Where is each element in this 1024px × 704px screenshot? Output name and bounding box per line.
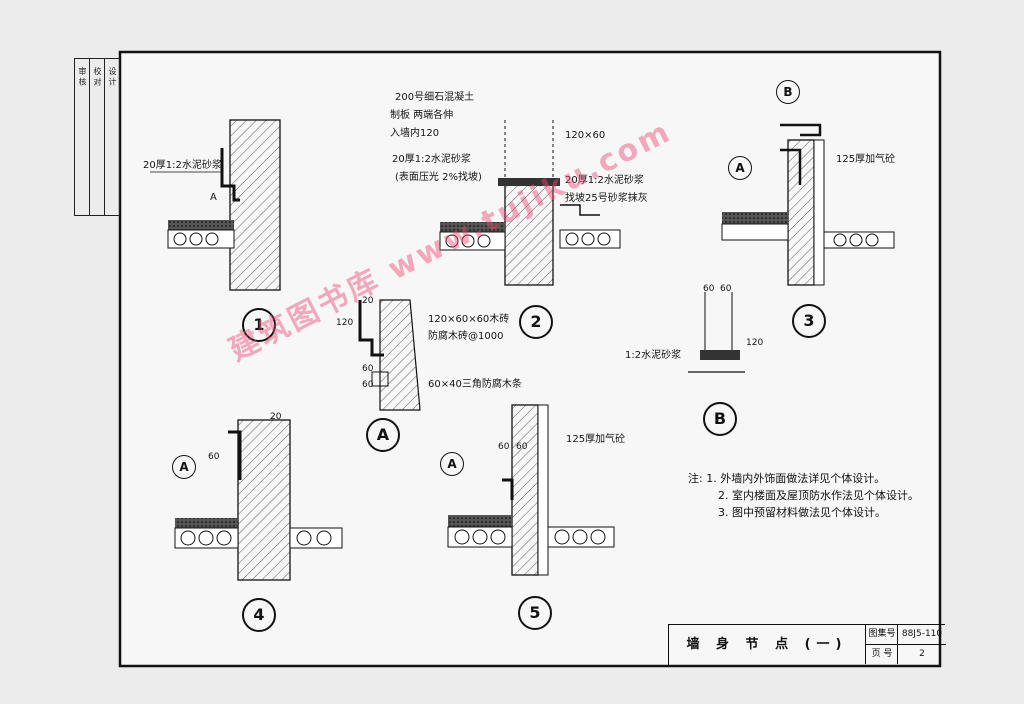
page-label: 页 号: [865, 645, 898, 664]
note-line: 2. 室内楼面及屋顶防水作法见个体设计。: [718, 489, 919, 502]
detail-b-drawing: [688, 292, 745, 373]
page-number: 2: [897, 645, 946, 664]
detail-a-dim: 20: [362, 296, 374, 306]
detail-b-label: 1:2水泥砂浆: [625, 350, 682, 361]
sheet-title: 墙 身 节 点 (一): [686, 637, 848, 652]
detail-5-dim: 60: [516, 442, 528, 452]
detail-5-label: 125厚加气砼: [566, 434, 626, 445]
detail-1-label: A: [210, 192, 217, 203]
detail-1-drawing: [150, 119, 281, 291]
detail-2-label: 20厚1:2水泥砂浆: [392, 154, 471, 165]
detail-5-section-a-marker: A: [440, 452, 464, 476]
detail-1-marker: 1: [242, 308, 276, 342]
detail-5-marker: 5: [518, 596, 552, 630]
detail-3-section-b-marker: B: [776, 80, 800, 104]
detail-2-label: (表面压光 2%找坡): [395, 172, 482, 183]
detail-3-section-a-marker: A: [728, 156, 752, 180]
detail-2-marker: 2: [519, 305, 553, 339]
detail-a-label: 60×40三角防腐木条: [428, 379, 522, 390]
detail-2-drawing: [439, 120, 621, 286]
stamp-cell: 设 计: [108, 67, 117, 86]
stamp-cell: 审 核: [78, 67, 87, 86]
note-line: 3. 图中预留材料做法见个体设计。: [718, 506, 886, 519]
note-line: 注: 1. 外墙内外饰面做法详见个体设计。: [688, 472, 886, 485]
detail-4-dim: 20: [270, 412, 282, 422]
detail-a-label: 防腐木砖@1000: [428, 331, 504, 342]
detail-2-label: 找坡25号砂浆抹灰: [565, 193, 648, 204]
detail-3-drawing: [721, 123, 895, 286]
notes-block: 注: 1. 外墙内外饰面做法详见个体设计。 2. 室内楼面及屋顶防水作法见个体设…: [688, 470, 919, 521]
detail-2-label: 入墙内120: [390, 128, 440, 139]
detail-2-label: 20厚1:2水泥砂浆: [565, 175, 644, 186]
detail-a-label: 120×60×60木砖: [428, 314, 510, 325]
detail-a-dim: 60: [362, 380, 374, 390]
detail-4-section-a-marker: A: [172, 455, 196, 479]
detail-b-dim: 60: [703, 284, 715, 294]
detail-b-dim: 120: [746, 338, 764, 348]
approval-stamp: 审 核 校 对 设 计: [74, 58, 120, 216]
detail-a-dim: 60: [362, 364, 374, 374]
stamp-cell: 校 对: [93, 67, 102, 86]
detail-2-label: 制板 两端各伸: [390, 110, 454, 121]
title-block: 墙 身 节 点 (一) 图集号 88J5-110 页 号 2: [668, 624, 946, 665]
atlas-label: 图集号: [865, 625, 898, 645]
detail-2-label: 200号细石混凝土: [395, 92, 475, 103]
detail-5-drawing: [447, 404, 615, 576]
detail-a-drawing: [358, 299, 421, 411]
detail-1-label: 20厚1:2水泥砂浆: [143, 160, 222, 171]
detail-b-marker: B: [703, 402, 737, 436]
detail-a-dim: 120: [336, 318, 354, 328]
detail-3-marker: 3: [792, 304, 826, 338]
detail-3-label: 125厚加气砼: [836, 154, 896, 165]
detail-2-label: 120×60: [565, 130, 606, 141]
detail-a-marker: A: [366, 418, 400, 452]
detail-4-drawing: [174, 419, 343, 581]
detail-4-dim: 60: [208, 452, 220, 462]
detail-4-marker: 4: [242, 598, 276, 632]
detail-b-dim: 60: [720, 284, 732, 294]
detail-5-dim: 60: [498, 442, 510, 452]
atlas-number: 88J5-110: [897, 625, 946, 645]
